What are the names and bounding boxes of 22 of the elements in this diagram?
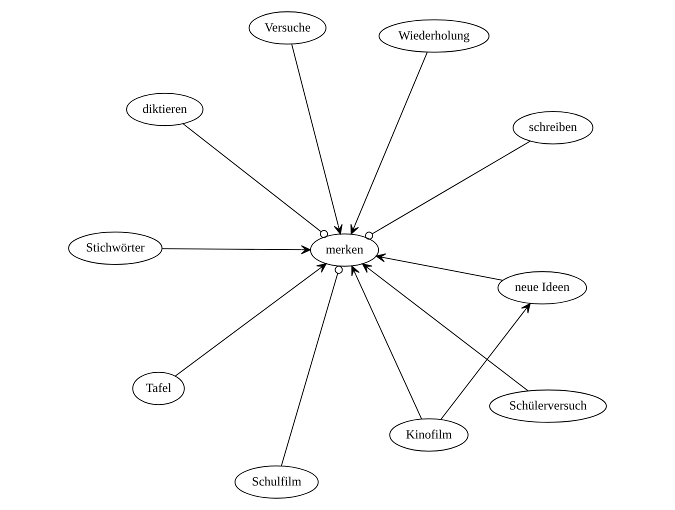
arrow [174,263,327,376]
arrow [350,52,428,235]
node-ellipse: neue Ideen [498,271,587,304]
arrow [362,263,529,392]
node-ellipse: Kinofilm [389,418,469,452]
connector [280,266,343,466]
arrow [291,44,343,234]
node-ellipse: Versuche [248,11,326,45]
node-ellipse: schreiben [512,111,594,144]
connector [365,140,531,240]
node-ellipse: Tafel [132,372,185,406]
node-ellipse: merken [310,233,380,267]
arrow [376,253,504,281]
arrow [162,245,311,254]
node-ellipse: Schulfilm [234,465,319,499]
node-ellipse: Schülerversuch [489,390,607,423]
node-ellipse: Wiederholung [378,19,490,53]
arrow [440,303,531,420]
connector [182,123,328,238]
node-ellipse: Stichwörter [68,232,162,265]
node-ellipse: diktieren [126,92,204,126]
arrow [351,266,422,420]
